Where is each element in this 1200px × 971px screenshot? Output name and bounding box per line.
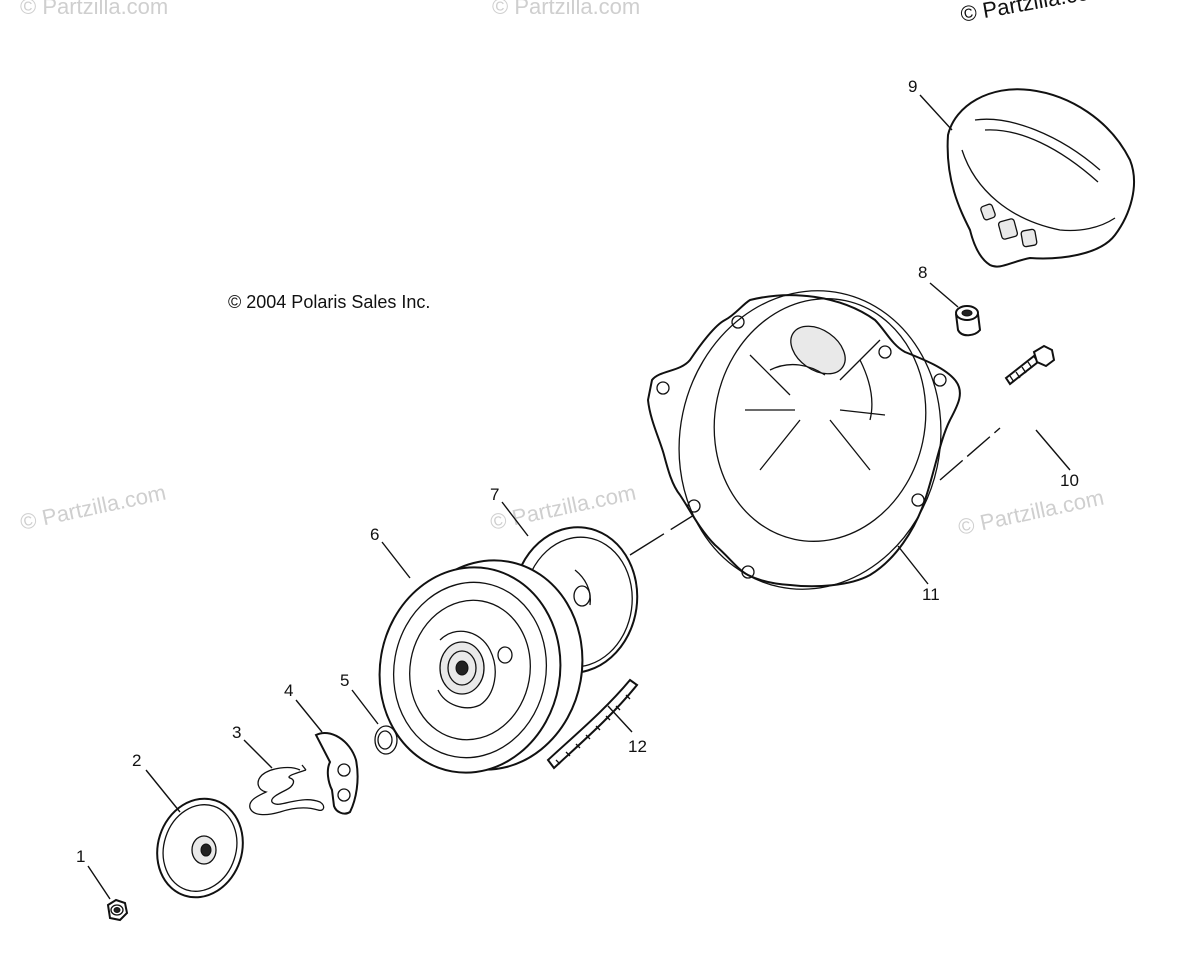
part-3-spring-clip [249, 764, 325, 816]
callout-5: 5 [340, 671, 349, 690]
callout-8: 8 [918, 263, 927, 282]
part-9-handle [946, 88, 1136, 268]
part-4-pawl [314, 732, 359, 815]
callout-4: 4 [284, 681, 293, 700]
copyright-text: © 2004 Polaris Sales Inc. [228, 292, 430, 312]
callout-1: 1 [76, 847, 85, 866]
watermark-top-right: © Partzilla.com [959, 0, 1109, 27]
watermark-center: © Partzilla.com [488, 480, 638, 535]
callout-7: 7 [490, 485, 499, 504]
part-11-housing [646, 290, 961, 590]
watermark-left: © Partzilla.com [18, 480, 168, 535]
callout-6: 6 [370, 525, 379, 544]
callout-10: 10 [1060, 471, 1079, 490]
watermark-top-center: © Partzilla.com [492, 0, 640, 19]
callout-12: 12 [628, 737, 647, 756]
part-5-spring [374, 725, 398, 755]
part-1-nut [106, 898, 129, 922]
callout-3: 3 [232, 723, 241, 742]
part-10-bolt [1004, 344, 1056, 386]
callout-9: 9 [908, 77, 917, 96]
part-8-bushing [955, 305, 982, 337]
callout-11: 11 [922, 585, 940, 604]
leader-lines [87, 94, 1071, 900]
callout-2: 2 [132, 751, 141, 770]
part-2-plate [156, 797, 244, 899]
part-6-pulley [378, 559, 591, 774]
watermark-right: © Partzilla.com [956, 485, 1106, 540]
watermark-top-left: © Partzilla.com [20, 0, 168, 19]
part-12-rope [546, 678, 639, 770]
